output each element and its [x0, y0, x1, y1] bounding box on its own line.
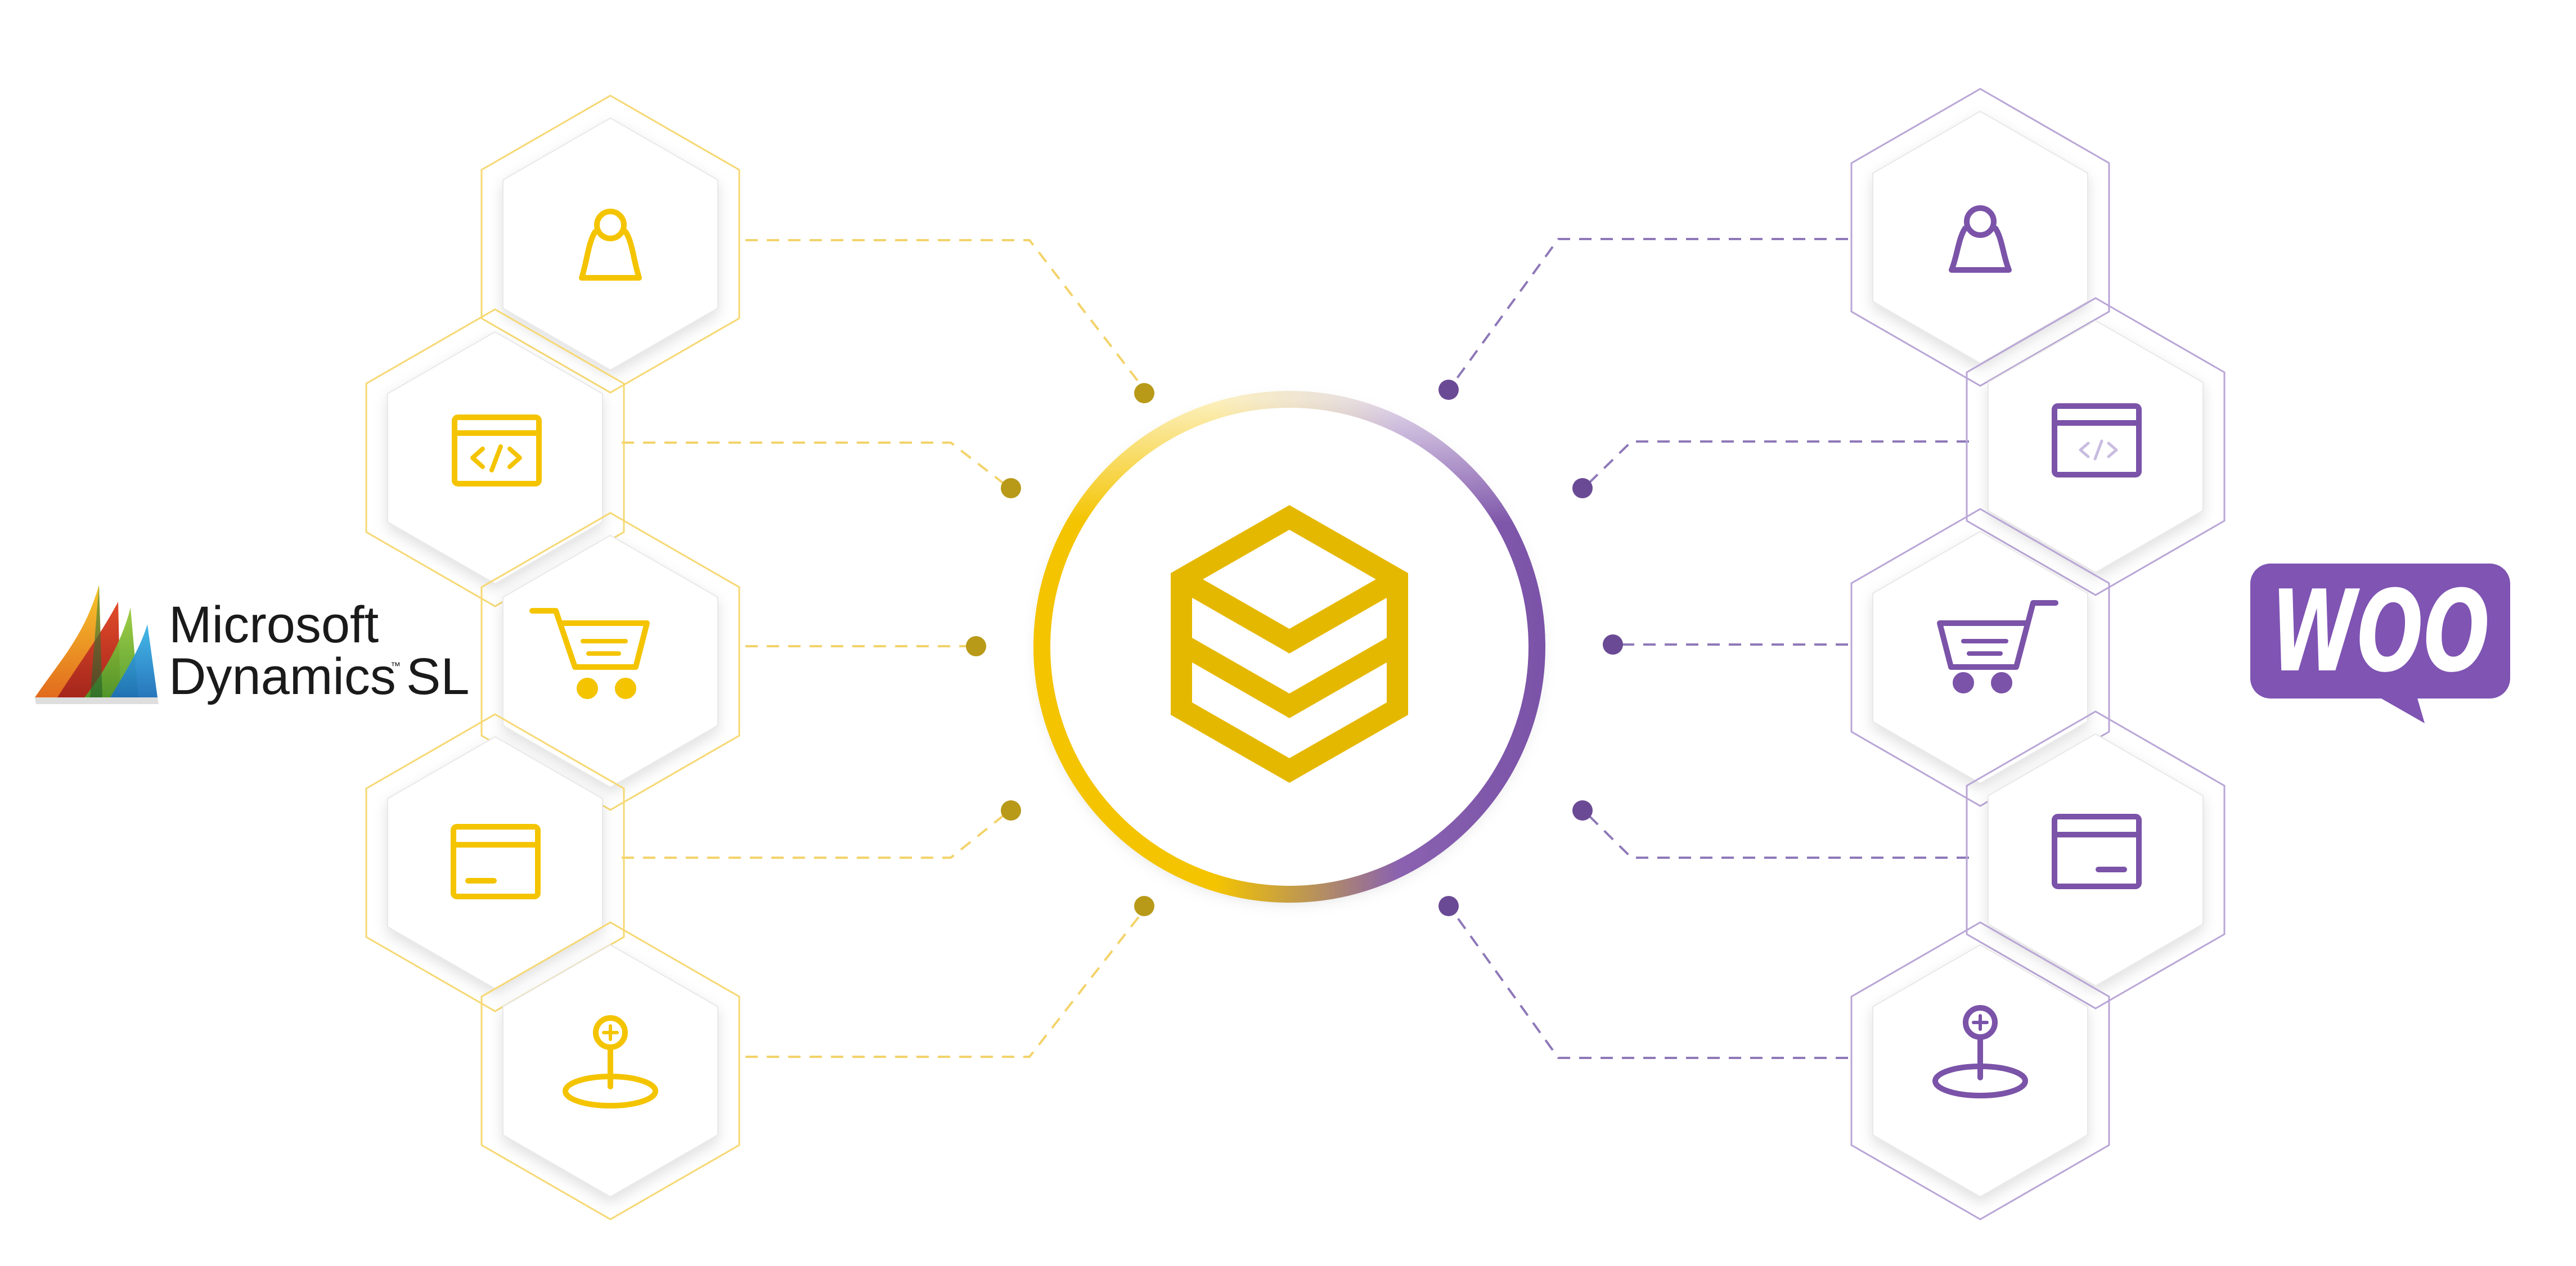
- right-dots: [1438, 380, 1623, 916]
- hub: [1033, 390, 1546, 903]
- user-icon: [1949, 205, 2012, 273]
- right-connectors: [1447, 238, 1969, 1059]
- right-icons: [1932, 205, 2142, 1098]
- woo-badge: [2250, 564, 2510, 699]
- right-hex-shapes: [1850, 88, 2226, 1220]
- left-icons: [451, 209, 658, 1109]
- hex-outline: [1850, 921, 2110, 1220]
- target-app-name: WOO: [2271, 566, 2490, 697]
- hex-outline: [480, 921, 740, 1220]
- shopping-cart-icon: [529, 608, 650, 699]
- connector-code-right: [1583, 440, 1969, 489]
- code-window-icon: [2052, 403, 2142, 477]
- connector-dot: [1001, 478, 1021, 498]
- connector-code-left: [622, 441, 1011, 489]
- hex-customers-left: [480, 94, 740, 394]
- source-app-name-line2: Dynamics: [169, 648, 396, 705]
- hex-outline: [365, 308, 625, 607]
- hex-outline: [365, 713, 625, 1012]
- connector-dot: [1572, 478, 1593, 498]
- connector-dot: [966, 636, 986, 656]
- left-dots: [966, 383, 1154, 916]
- hex-outline: [480, 512, 740, 811]
- source-app-name-line1: Microsoft: [169, 596, 379, 654]
- hex-face: [1988, 319, 2204, 574]
- user-icon: [579, 209, 642, 281]
- location-pin-icon: [563, 1015, 658, 1109]
- dynamics-logo-mark: [35, 585, 159, 704]
- location-pin-icon: [1932, 1005, 2028, 1098]
- shopping-cart-icon: [1937, 600, 2058, 693]
- left-connectors: [622, 239, 1149, 1058]
- hex-outline: [1966, 710, 2226, 1010]
- hex-orders-left: [480, 512, 740, 811]
- hex-face: [502, 534, 718, 789]
- woo-badge-tail: [2377, 696, 2425, 723]
- connector-customers-right: [1447, 238, 1848, 391]
- hex-code-right: [1966, 297, 2226, 596]
- hex-outline: [480, 94, 740, 394]
- hex-invoices-right: [1966, 710, 2226, 1010]
- card-window-icon: [2052, 814, 2142, 889]
- source-app-name-suffix: SL: [406, 648, 470, 705]
- hub-ring-highlight: [1033, 390, 1546, 903]
- hex-outline: [1966, 297, 2226, 596]
- connector-locations-right: [1447, 904, 1848, 1059]
- connector-dot: [1134, 383, 1154, 403]
- connector-dot: [1001, 800, 1021, 821]
- woocommerce-logo: WOO: [2250, 564, 2510, 723]
- connector-dot: [1603, 634, 1623, 655]
- hex-outline: [1850, 508, 2110, 807]
- hex-face: [387, 736, 603, 990]
- hex-face: [1988, 733, 2204, 987]
- hex-orders-right: [1850, 508, 2110, 807]
- hex-face: [1872, 530, 2088, 785]
- hex-face: [502, 117, 718, 371]
- layered-cube-icon: [1171, 505, 1408, 783]
- connector-customers-left: [745, 239, 1149, 395]
- connector-dot: [1438, 380, 1459, 400]
- connector-dot: [1438, 896, 1459, 916]
- connector-invoices-left: [622, 809, 1011, 859]
- card-window-icon: [451, 824, 541, 899]
- hex-outline: [1850, 88, 2110, 387]
- microsoft-dynamics-logo: Microsoft Dynamics ™ SL: [35, 585, 470, 705]
- connector-dot: [1134, 896, 1154, 916]
- connector-locations-left: [745, 904, 1149, 1058]
- connector-invoices-right: [1583, 809, 1969, 859]
- code-window-icon: [452, 415, 542, 486]
- connector-dot: [1572, 800, 1593, 821]
- source-app-trademark: ™: [390, 660, 401, 672]
